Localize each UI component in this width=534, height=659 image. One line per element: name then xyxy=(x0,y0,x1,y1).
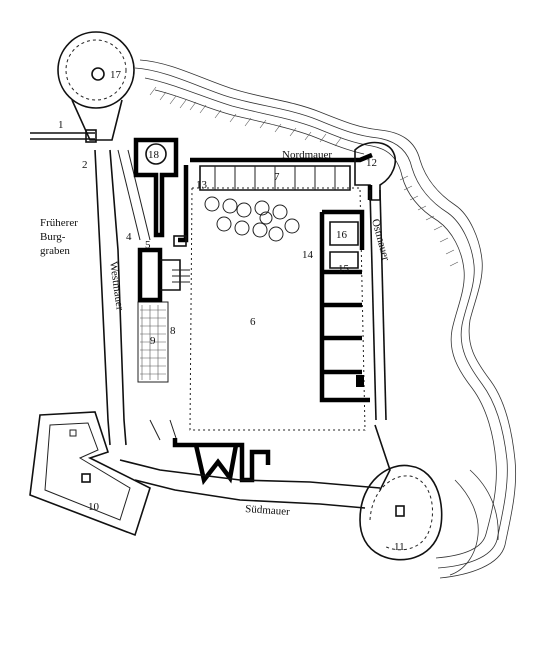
terrain-contours xyxy=(134,59,516,579)
bridge-1 xyxy=(30,129,97,143)
marker-5: 5 xyxy=(145,239,151,251)
marker-16: 16 xyxy=(336,229,348,241)
marker-12: 12 xyxy=(366,157,377,169)
marker-4: 4 xyxy=(126,231,132,243)
label-burggraben-line2: Burg- xyxy=(40,231,66,243)
marker-15: 15 xyxy=(338,263,350,275)
marker-18: 18 xyxy=(148,149,160,161)
label-suedmauer: Südmauer xyxy=(245,503,291,518)
bastion-10 xyxy=(29,411,151,537)
label-westmauer: Westmauer xyxy=(107,261,126,312)
marker-9: 9 xyxy=(150,335,156,347)
label-nordmauer: Nordmauer xyxy=(282,149,332,161)
east-wall xyxy=(319,189,387,421)
marker-14: 14 xyxy=(302,249,314,261)
label-burggraben-line3: graben xyxy=(40,245,70,257)
marker-11: 11 xyxy=(394,541,405,553)
south-wall xyxy=(119,419,381,509)
west-wall xyxy=(94,149,151,446)
map-numbers: 1 2 4 5 6 7 8 9 10 11 12 13 14 15 16 17 … xyxy=(58,69,405,553)
tree-cluster xyxy=(204,196,300,242)
tower-12 xyxy=(354,141,396,201)
courtyard-6 xyxy=(189,187,366,431)
marker-1: 1 xyxy=(58,119,64,131)
tower-11 xyxy=(359,424,443,561)
marker-10: 10 xyxy=(88,501,100,513)
marker-13: 13 xyxy=(196,179,208,191)
tower-17 xyxy=(57,31,135,141)
north-wall-buildings xyxy=(190,152,373,191)
label-ostmauer: Ostmauer xyxy=(369,218,392,263)
marker-2: 2 xyxy=(82,159,88,171)
west-gate-building-5 xyxy=(137,247,190,303)
marker-7: 7 xyxy=(274,171,280,183)
marker-17: 17 xyxy=(110,69,122,81)
marker-8: 8 xyxy=(170,325,176,337)
marker-6: 6 xyxy=(250,316,256,328)
keep-18 xyxy=(133,137,189,247)
label-burggraben-line1: Früherer xyxy=(40,217,78,229)
